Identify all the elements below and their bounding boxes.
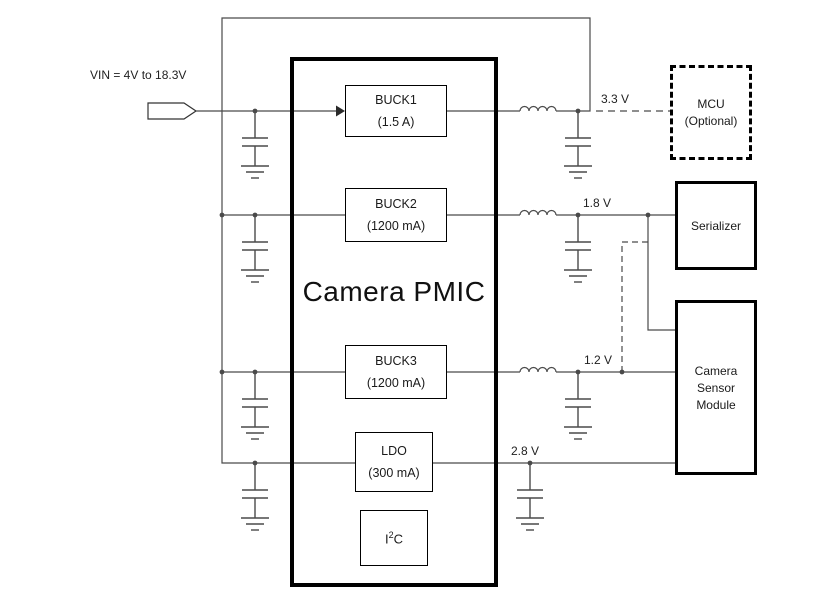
buck2-block: BUCK2 (1200 mA) <box>345 188 447 242</box>
camera-module-line3: Module <box>696 397 736 412</box>
capacitor-2v8-out <box>515 462 545 531</box>
capacitor-1v8-out <box>563 214 593 283</box>
buck2-rating: (1200 mA) <box>366 219 426 233</box>
buck1-name: BUCK1 <box>375 93 417 107</box>
ldo-name: LDO <box>381 444 407 458</box>
capacitor-ldo-in <box>240 462 270 531</box>
buck3-rating: (1200 mA) <box>366 376 426 390</box>
capacitor-3v3-out <box>563 110 593 179</box>
rail-3v3-label: 3.3 V <box>601 92 630 106</box>
i2c-block: I2C <box>360 510 428 566</box>
vin-label: VIN = 4V to 18.3V <box>90 68 187 82</box>
buck1-rating: (1.5 A) <box>377 115 415 129</box>
wire-1v8-to-camera <box>647 215 675 331</box>
mcu-label-line2: (Optional) <box>684 114 738 128</box>
camera-sensor-module-box: Camera Sensor Module <box>675 300 757 475</box>
capacitor-buck2-in <box>240 214 270 283</box>
wire-3v3-top-loop <box>221 17 591 464</box>
buck2-name: BUCK2 <box>375 197 417 211</box>
vin-arrow-icon <box>336 105 345 117</box>
capacitor-1v2-out <box>563 371 593 440</box>
serializer-label: Serializer <box>690 218 741 233</box>
camera-module-line1: Camera <box>694 363 738 378</box>
mcu-label-line1: MCU <box>697 97 725 111</box>
camera-pmic-box <box>290 57 498 587</box>
rail-2v8-label: 2.8 V <box>511 444 540 458</box>
rail-1v8-label: 1.8 V <box>583 196 612 210</box>
wire-1v2-optional-dashed <box>621 241 648 372</box>
camera-module-line2: Sensor <box>696 380 736 395</box>
ldo-rating: (300 mA) <box>368 466 420 480</box>
camera-pmic-title: Camera PMIC <box>302 276 486 307</box>
buck3-name: BUCK3 <box>375 354 417 368</box>
serializer-box: Serializer <box>675 181 757 270</box>
capacitor-vin <box>240 110 270 179</box>
inductor-buck3 <box>519 366 557 373</box>
mcu-box: MCU (Optional) <box>670 65 752 160</box>
vin-connector-icon <box>147 102 198 120</box>
inductor-buck2 <box>519 209 557 216</box>
rail-1v2-label: 1.2 V <box>584 353 613 367</box>
buck3-block: BUCK3 (1200 mA) <box>345 345 447 399</box>
i2c-label: I2C <box>384 529 404 547</box>
buck1-block: BUCK1 (1.5 A) <box>345 85 447 137</box>
ldo-block: LDO (300 mA) <box>355 432 433 492</box>
inductor-buck1 <box>519 105 557 112</box>
capacitor-buck3-in <box>240 371 270 440</box>
junction-dots <box>219 108 651 466</box>
